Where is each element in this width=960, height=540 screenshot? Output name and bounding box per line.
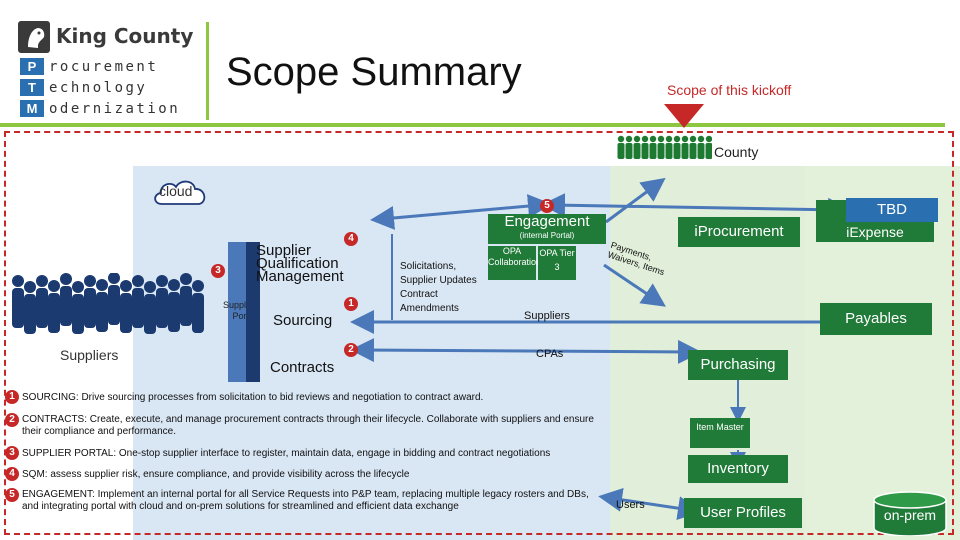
desc-engagement: ENGAGEMENT: Implement an internal portal…: [22, 489, 589, 512]
ptm-row-t: T echnology: [20, 78, 147, 97]
desc-contracts: CONTRACTS: Create, execute, and manage p…: [22, 414, 594, 437]
iprocurement-box: iProcurement: [678, 217, 800, 247]
suppliers-label: Suppliers: [60, 347, 119, 363]
supplier-portal-column: [228, 242, 246, 382]
user-profiles-box: User Profiles: [684, 498, 802, 528]
suppliers-crowd-icon: [12, 273, 204, 334]
desc-badge: 3: [5, 446, 19, 460]
supplier-portal-label: Supplier Portal: [222, 300, 256, 321]
kickoff-scope-boundary: [4, 131, 954, 535]
iexpense-label: iExpense: [846, 224, 904, 240]
ptm-letter: P: [20, 58, 44, 75]
desc-supplier-portal: SUPPLIER PORTAL: One-stop supplier inter…: [22, 448, 551, 459]
cpas-label: CPAs: [536, 348, 564, 360]
suppliers-arrow-label: Suppliers: [524, 310, 570, 322]
iexpense-box: TBD iExpense: [816, 198, 938, 242]
desc-badge: 2: [5, 413, 19, 427]
opa-tier-box: OPA Tier 3: [538, 246, 576, 280]
item-master-box: Item Master: [690, 418, 750, 448]
county-label: County: [714, 144, 759, 160]
users-label: Users: [616, 499, 645, 511]
contracts-label: Contracts: [270, 359, 335, 376]
ptm-row-p: P rocurement: [20, 57, 158, 76]
tbd-label: TBD: [846, 198, 938, 222]
payables-box: Payables: [820, 303, 932, 335]
opa-collaboration-box: OPA Collaboration: [488, 246, 541, 280]
ptm-word: echnology: [49, 79, 148, 96]
ptm-word: rocurement: [49, 58, 159, 75]
badge-contracts: 2: [344, 343, 358, 357]
desc-sourcing: SOURCING: Drive sourcing processes from …: [22, 392, 484, 403]
engagement-label: Engagement: [504, 213, 590, 230]
ptm-row-m: M odernization: [20, 99, 180, 118]
database-icon: [873, 491, 947, 536]
desc-badge: 4: [5, 467, 19, 481]
ptm-letter: M: [20, 100, 44, 117]
supplier-portal-bar: [246, 242, 260, 382]
engagement-box: Engagement (internal Portal): [488, 214, 606, 244]
badge-supplier-portal: 3: [211, 264, 225, 278]
logo-text: King County: [56, 24, 194, 48]
badge-sourcing: 1: [344, 297, 358, 311]
page-title: Scope Summary: [226, 50, 522, 94]
cloud-label: cloud: [159, 183, 193, 199]
badge-supplier-qualification: 4: [344, 232, 358, 246]
king-county-logo-icon: [18, 21, 50, 53]
desc-badge: 1: [5, 390, 19, 404]
internal-portal-label: (internal Portal): [519, 231, 575, 240]
header-divider: [206, 22, 209, 120]
desc-sqm: SQM: assess supplier risk, ensure compli…: [22, 469, 410, 480]
inventory-box: Inventory: [688, 455, 788, 483]
solicitations-text: Solicitations, Supplier Updates Contract…: [400, 261, 477, 314]
header-rule: [0, 123, 945, 127]
sourcing-label: Sourcing: [273, 312, 333, 329]
ptm-word: odernization: [49, 100, 181, 117]
ptm-letter: T: [20, 79, 44, 96]
onprem-label: on-prem: [883, 507, 937, 523]
kickoff-label: Scope of this kickoff: [667, 82, 792, 98]
scope-arrow-icon: [664, 104, 704, 128]
cloud-icon: [154, 180, 206, 205]
desc-badge: 5: [5, 488, 19, 502]
badge-engagement: 5: [540, 199, 554, 213]
supplier-qualification-label: Supplier Qualification Management: [256, 242, 344, 285]
county-people-icon: [617, 135, 712, 159]
purchasing-box: Purchasing: [688, 350, 788, 380]
